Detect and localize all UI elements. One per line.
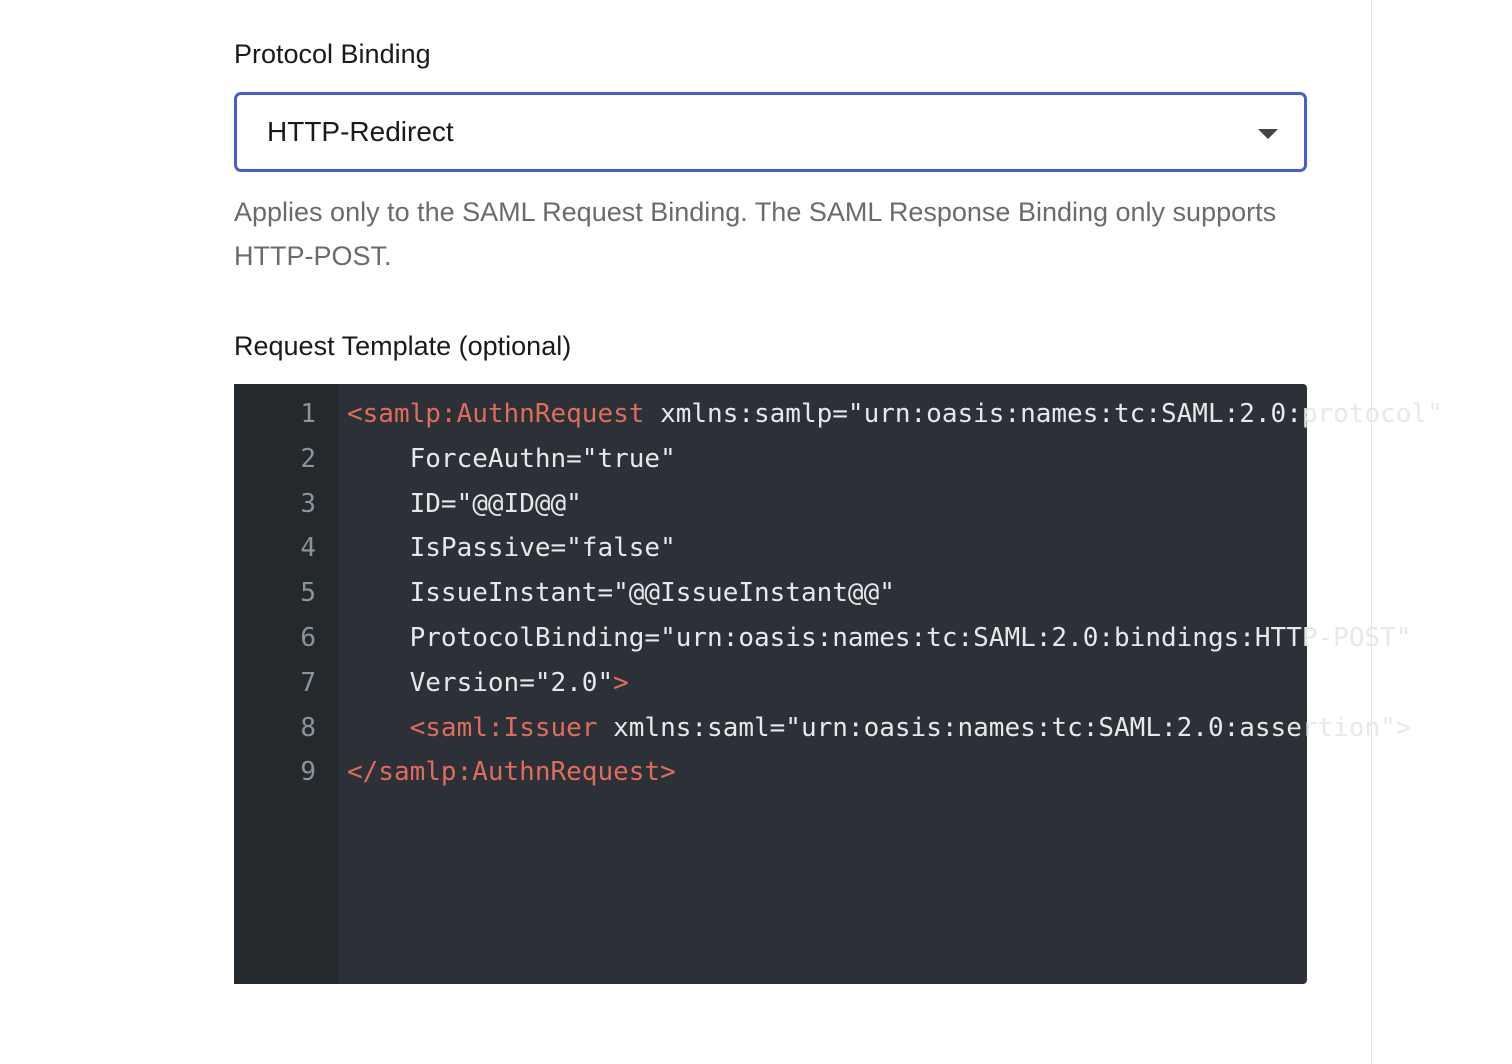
xml-attribute-token: ProtocolBinding="urn:oasis:names:tc:SAML… (409, 622, 1412, 653)
line-number: 1 (300, 399, 316, 429)
line-number: 5 (300, 578, 316, 609)
code-line: 9 </samlp:AuthnRequest> (234, 750, 1307, 795)
line-number: 4 (300, 533, 316, 564)
xml-attribute-token: IssueInstant="@@IssueInstant@@" (409, 578, 895, 609)
code-line-text: <saml:Issuer xmlns:saml="urn:oasis:names… (347, 706, 1412, 751)
request-template-code-editor[interactable]: 1 <samlp:AuthnRequest xmlns:samlp="urn:oa… (234, 384, 1443, 984)
code-line-text: <samlp:AuthnRequest xmlns:samlp="urn:oas… (347, 392, 1443, 437)
code-line: 3 ID="@@ID@@" (234, 482, 1307, 527)
code-line: 5 IssueInstant="@@IssueInstant@@" (234, 571, 1307, 616)
protocol-binding-help-text: Applies only to the SAML Request Binding… (234, 197, 1277, 271)
code-line: 4 IsPassive="false" (234, 526, 1307, 571)
xml-attribute-token: ForceAuthn="true" (409, 443, 676, 474)
code-line: 8 <saml:Issuer xmlns:saml="urn:oasis:nam… (234, 706, 1412, 751)
code-line-text: </samlp:AuthnRequest> (347, 750, 1307, 795)
code-line: 2 ForceAuthn="true" (234, 437, 1307, 482)
code-lines[interactable]: 1 <samlp:AuthnRequest xmlns:samlp="urn:oa… (234, 392, 1443, 795)
code-line: 1 <samlp:AuthnRequest xmlns:samlp="urn:oa… (234, 392, 1443, 437)
code-line-text: IsPassive="false" (347, 526, 1307, 571)
xml-attribute-token: xmlns:samlp="urn:oasis:names:tc:SAML:2.0… (644, 399, 1443, 429)
chevron-down-icon[interactable] (1258, 129, 1278, 139)
line-number: 7 (300, 667, 316, 698)
line-number: 9 (300, 757, 316, 788)
xml-tag-close-token: > (613, 667, 629, 698)
xml-attribute-token: ID="@@ID@@" (409, 488, 582, 519)
xml-attribute-token: xmlns:saml="urn:oasis:names:tc:SAML:2.0:… (597, 712, 1412, 743)
code-line-text: ForceAuthn="true" (347, 437, 1307, 482)
protocol-binding-select[interactable]: HTTP-Redirect (234, 92, 1307, 172)
line-number: 3 (300, 488, 316, 519)
request-template-label: Request Template (optional) (234, 331, 572, 361)
code-line: 6 ProtocolBinding="urn:oasis:names:tc:SA… (234, 616, 1412, 661)
protocol-binding-selected-value: HTTP-Redirect (267, 116, 454, 147)
code-line-text: Version="2.0"> (347, 661, 1307, 706)
xml-tag-token: <saml:Issuer (409, 712, 598, 743)
code-line: 7 Version="2.0"> (234, 661, 1307, 706)
xml-attribute-token: IsPassive="false" (409, 533, 676, 564)
line-number: 8 (300, 712, 316, 743)
right-divider (1371, 0, 1372, 1064)
line-number: 6 (300, 622, 316, 653)
code-line-text: ProtocolBinding="urn:oasis:names:tc:SAML… (347, 616, 1412, 661)
xml-attribute-token: Version="2.0" (409, 667, 614, 698)
xml-tag-token: </samlp:AuthnRequest> (347, 757, 676, 788)
protocol-binding-label: Protocol Binding (234, 39, 431, 69)
line-number-gutter (234, 384, 338, 984)
line-number: 2 (300, 443, 316, 474)
xml-tag-token: <samlp:AuthnRequest (347, 399, 645, 429)
code-line-text: ID="@@ID@@" (347, 482, 1307, 527)
code-line-text: IssueInstant="@@IssueInstant@@" (347, 571, 1307, 616)
